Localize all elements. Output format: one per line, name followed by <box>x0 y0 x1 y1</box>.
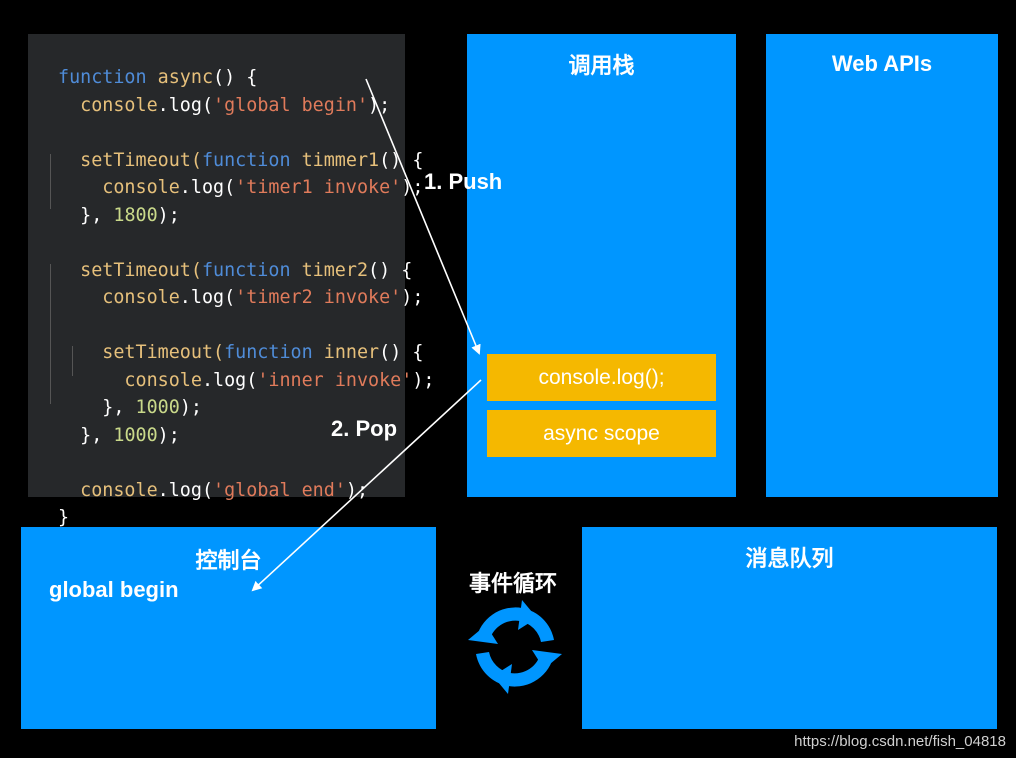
code-token: console <box>58 94 158 116</box>
code-token: .log( <box>179 287 236 308</box>
code-line: }, 1800); <box>58 202 434 230</box>
code-token: 'global end' <box>213 479 346 501</box>
code-token: console <box>58 177 180 198</box>
push-arrow <box>365 78 481 355</box>
message-queue-title: 消息队列 <box>745 546 834 571</box>
code-editor-panel: function async() { console.log('global b… <box>28 34 434 528</box>
code-token: ); <box>401 177 424 198</box>
code-line: console.log('timer2 invoke'); <box>58 284 434 312</box>
call-stack-title: 调用栈 <box>568 53 635 78</box>
code-token: 1000 <box>113 424 158 446</box>
watermark-url: https://blog.csdn.net/fish_04818 <box>794 733 1006 750</box>
code-token: () { <box>379 149 424 171</box>
code-line: console.log('global begin'); <box>58 92 434 120</box>
code-token: .log( <box>179 177 236 198</box>
message-queue-panel: 消息队列 <box>582 527 997 729</box>
web-apis-panel: Web APIs <box>766 34 998 497</box>
pop-arrow <box>251 379 482 592</box>
code-token: 'timer2 invoke' <box>235 287 402 308</box>
code-token: () { <box>368 259 413 281</box>
code-token: function <box>224 342 324 363</box>
code-token: 1000 <box>135 397 180 418</box>
code-token: () { <box>213 67 258 88</box>
console-title: 控制台 <box>195 548 262 573</box>
code-line: console.log('timer1 invoke'); <box>58 174 434 202</box>
code-token: ); <box>157 204 180 226</box>
code-token: ); <box>412 369 435 391</box>
pop-label: 2. Pop <box>331 416 398 441</box>
code-token: .log( <box>201 369 258 391</box>
code-token: ); <box>345 479 369 501</box>
code-token: }, <box>58 397 136 418</box>
code-token: ); <box>179 397 202 418</box>
code-token: setTimeout( <box>58 342 225 363</box>
indent-guide <box>72 346 73 376</box>
code-line: }, 1000); <box>58 422 434 450</box>
code-token: function <box>58 67 158 88</box>
code-token: .log( <box>157 479 214 501</box>
code-token: .log( <box>157 94 214 116</box>
call-stack-panel: 调用栈 console.log(); async scope <box>467 34 736 497</box>
code-line: setTimeout(function inner() { <box>58 339 434 367</box>
code-token: 1800 <box>113 204 158 226</box>
code-line: function async() { <box>58 64 434 92</box>
refresh-cycle-icon <box>468 600 562 694</box>
code-token: 'inner invoke' <box>257 369 413 391</box>
indent-guide <box>50 154 51 209</box>
code-token: ); <box>401 287 424 308</box>
code-token: } <box>58 507 70 528</box>
push-label: 1. Push <box>424 169 503 194</box>
indent-guide <box>50 264 51 404</box>
code-line: console.log('inner invoke'); <box>58 367 434 395</box>
code-token: }, <box>58 204 114 226</box>
code-token: ); <box>157 424 180 446</box>
code-line: setTimeout(function timmer1() { <box>58 147 434 175</box>
code-token: 'timer1 invoke' <box>235 177 402 198</box>
code-line: } <box>58 504 434 532</box>
code-token: function <box>201 149 302 171</box>
code-token: inner <box>323 342 380 363</box>
code-line: setTimeout(function timer2() { <box>58 257 434 285</box>
code-token: setTimeout( <box>58 259 202 281</box>
code-token: () { <box>379 342 424 363</box>
code-token: async <box>157 67 214 88</box>
code-token: console <box>58 369 202 391</box>
stack-frame-async-scope: async scope <box>487 410 716 457</box>
code-token: setTimeout( <box>58 149 202 171</box>
stack-frame-console-log: console.log(); <box>487 354 716 401</box>
code-token: console <box>58 479 158 501</box>
code-token: function <box>201 259 302 281</box>
code-token: timmer1 <box>301 149 380 171</box>
code-block: function async() { console.log('global b… <box>58 64 434 532</box>
code-token: 'global begin' <box>213 94 369 116</box>
code-token: ); <box>368 94 391 116</box>
code-line: console.log('global end'); <box>58 477 434 505</box>
event-loop-label: 事件循环 <box>469 571 558 596</box>
code-token: timer2 <box>301 259 369 281</box>
console-output: global begin <box>49 577 179 602</box>
web-apis-title: Web APIs <box>831 51 933 76</box>
code-token: console <box>58 287 180 308</box>
code-token: }, <box>58 424 114 446</box>
console-panel: 控制台 global begin <box>21 527 436 729</box>
code-line: }, 1000); <box>58 394 434 422</box>
